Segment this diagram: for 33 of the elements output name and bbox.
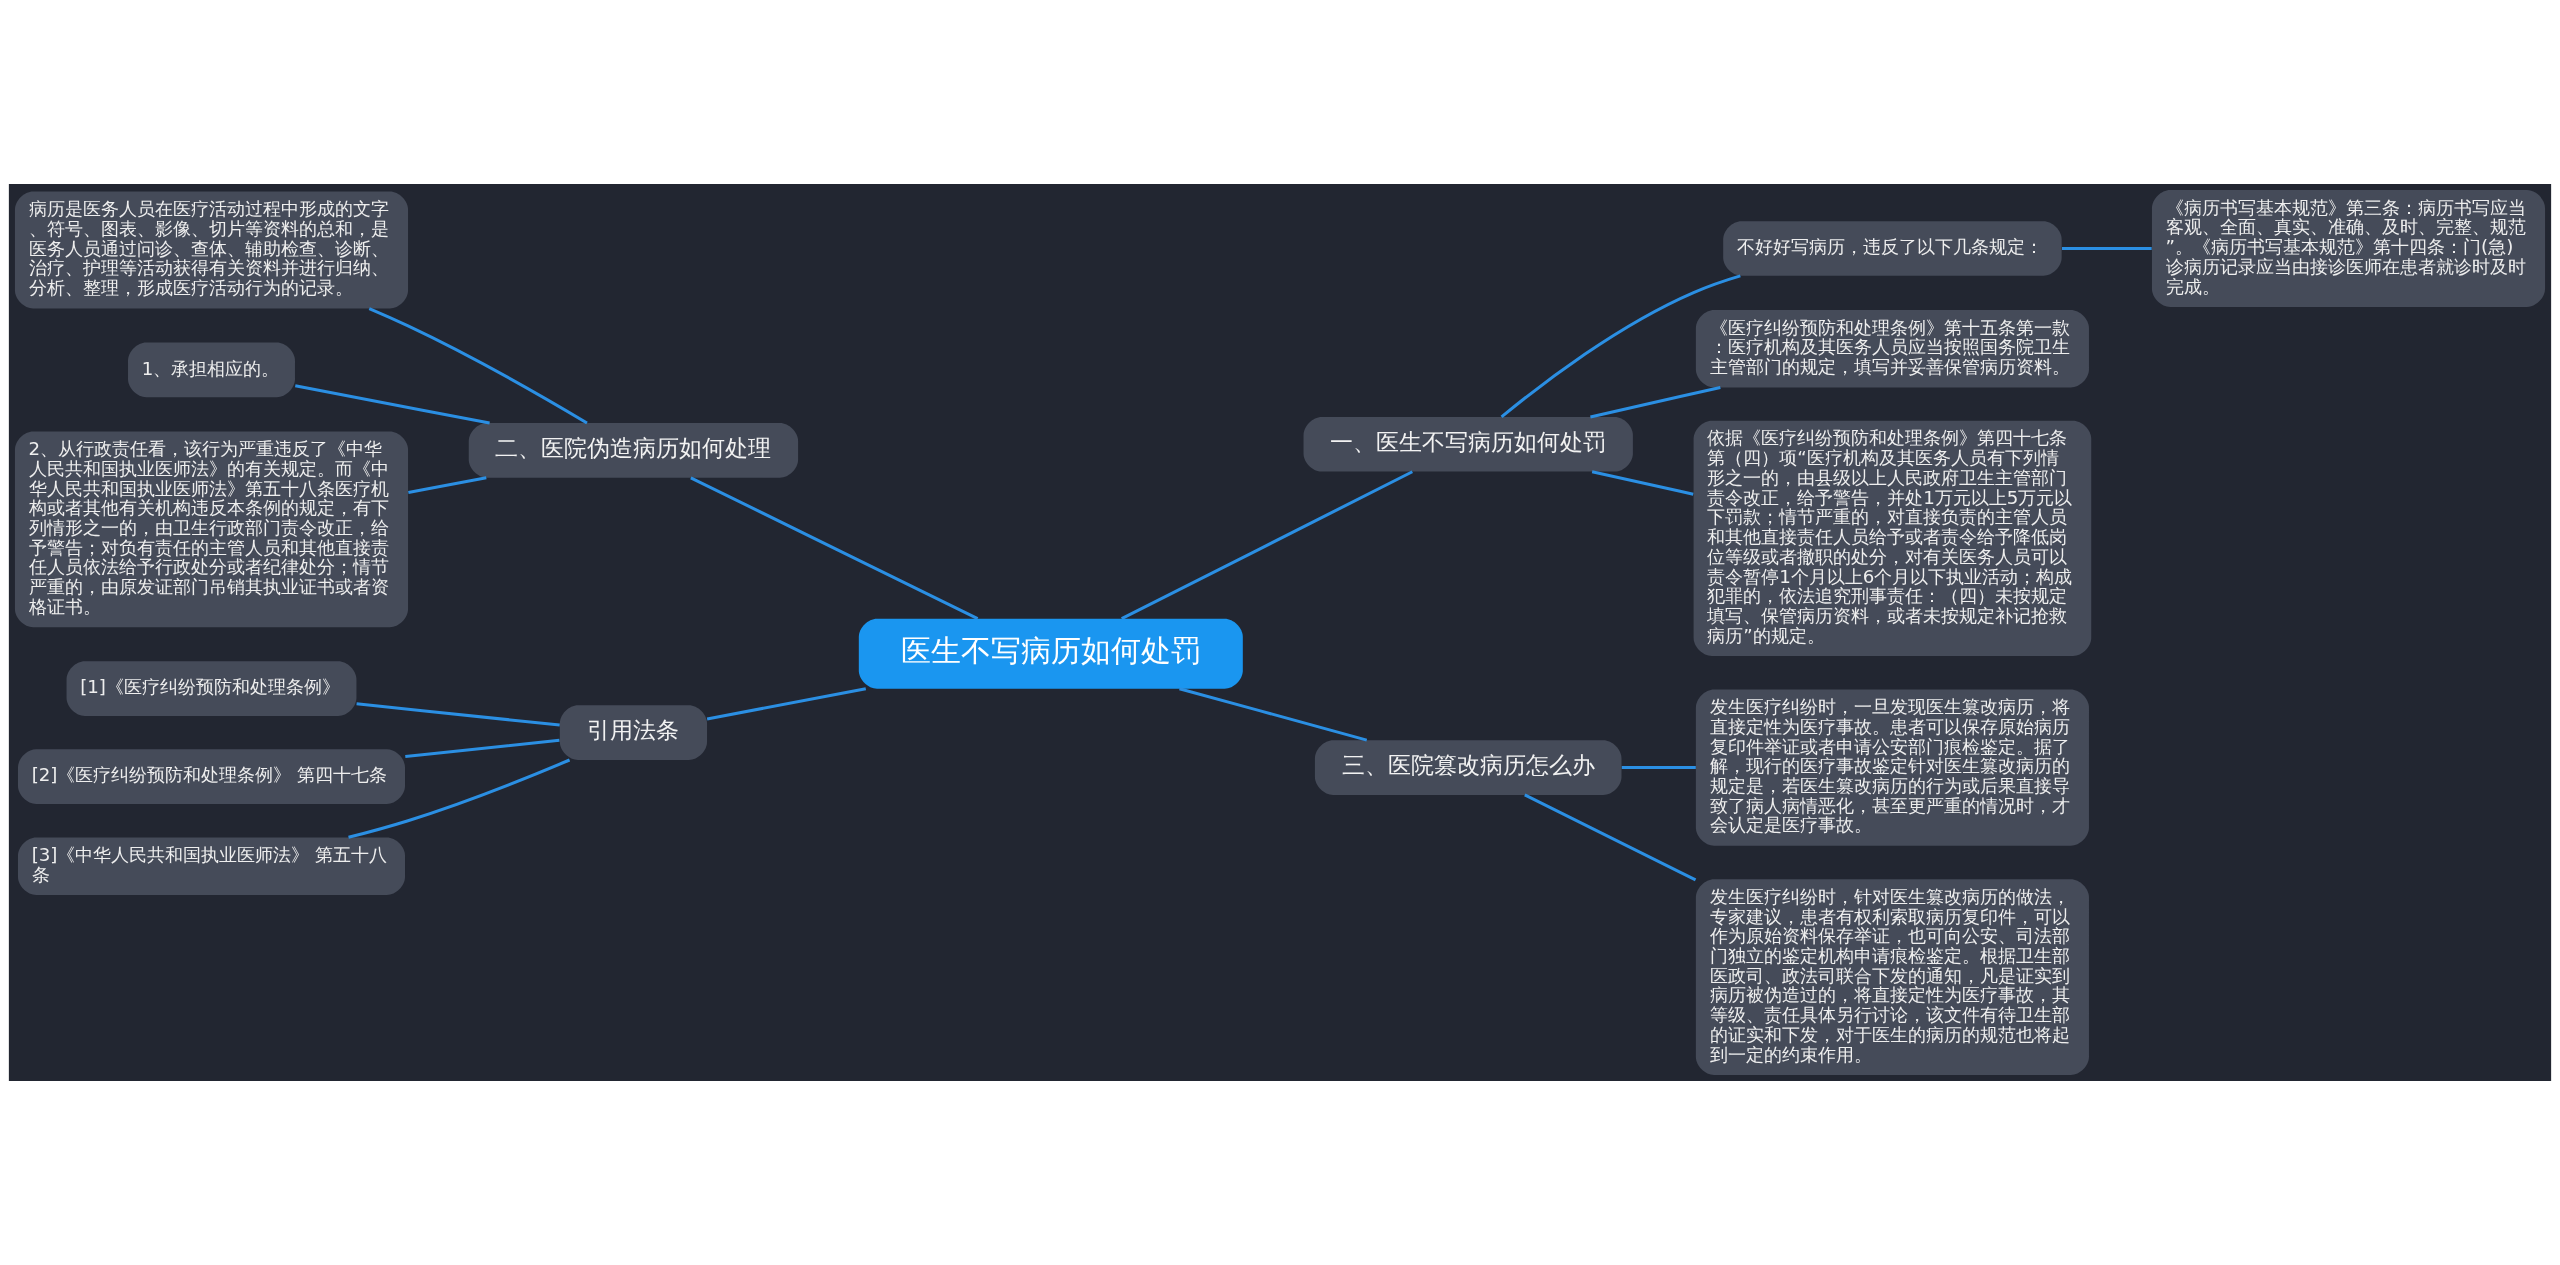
connector (348, 758, 571, 839)
node-box: 一、医生不写病历如何处罚 (1303, 417, 1633, 472)
node-box: 不好好写病历，违反了以下几条规定： (1723, 221, 2062, 276)
node-box: [3]《中华人民共和国执业医师法》 第五十八条 (18, 837, 405, 896)
connector (690, 476, 979, 620)
node-box: 《病历书写基本规范》第三条：病历书写应当客观、全面、真实、准确、及时、完整、规范”。《病历书写基本规范》第十四条：门(急)诊病历记录应当由接诊医师在患者就诊时及时完成。 (2151, 190, 2546, 307)
connector (1591, 470, 1694, 496)
connector (2062, 247, 2152, 251)
connector (405, 738, 560, 758)
connector (295, 384, 490, 425)
connector (408, 476, 487, 494)
connector (1590, 385, 1721, 419)
node-box: 二、医院伪造病历如何处理 (468, 423, 799, 478)
connector (1524, 793, 1697, 882)
connector (706, 687, 867, 721)
connector (1121, 470, 1413, 621)
node-box: [1]《医疗纠纷预防和处理条例》 (66, 661, 357, 716)
connector (368, 307, 588, 425)
connector (1621, 766, 1696, 770)
node-box: 《医疗纠纷预防和处理条例》第十五条第一款：医疗机构及其医务人员应当按照国务院卫生主管部门的规定，填写并妥善保管病历资料。 (1695, 309, 2089, 388)
connector (356, 702, 560, 727)
node-box: [2]《医疗纠纷预防和处理条例》 第四十七条 (18, 749, 405, 804)
connector (1179, 687, 1368, 742)
node-box: 2、从行政责任看，该行为严重违反了《中华人民共和国执业医师法》的有关规定。而《中华人民共和国执业医师法》第五十八条医疗机构或者其他有关机构违反本条例的规定，有下列情形之一的，由卫生行政部门责令改正，给予警告；对负有责任的主管人员和其他直接责任人员依法给予行政处分或者纪律处分；情节严重的，由原发证部门吊销其执业证书或者资格证书。 (14, 431, 409, 628)
node-box: 病历是医务人员在医疗活动过程中形成的文字、符号、图表、影像、切片等资料的总和，是医务人员通过问诊、查体、辅助检查、诊断、治疗、护理等活动获得有关资料并进行归纳、分析、整理，形成医疗活动行为的记录。 (14, 191, 409, 309)
node-box: 1、承担相应的。 (128, 342, 295, 398)
connector (1500, 274, 1741, 419)
node-box: 发生医疗纠纷时，针对医生篡改病历的做法，专家建议，患者有权利索取病历复印件，可以作为原始资料保存举证，也可向公安、司法部门独立的鉴定机构申请痕检鉴定。根据卫生部医政司、政法司联合下发的通知，凡是证实到病历被伪造过的，将直接定性为医疗事故，其等级、责任具体另行讨论，该文件有待卫生部的证实和下发，对于医生的病历的规范也将起到一定的约束作用。 (1695, 879, 2089, 1075)
node-box: 引用法条 (559, 705, 708, 760)
node-box: 医生不写病历如何处罚 (858, 618, 1243, 689)
node-box: 三、医院篡改病历怎么办 (1314, 740, 1622, 795)
node-box: 发生医疗纠纷时，一旦发现医生篡改病历，将直接定性为医疗事故。患者可以保存原始病历复印件举证或者申请公安部门痕检鉴定。据了解，现行的医疗事故鉴定针对医生篡改病历的规定是，若医生篡改病历的行为或后果直接导致了病人病情恶化，甚至更严重的情况时，才会认定是医疗事故。 (1695, 689, 2089, 846)
node-box: 依据《医疗纠纷预防和处理条例》第四十七条第（四）项“医疗机构及其医务人员有下列情形之一的，由县级以上人民政府卫生主管部门责令改正，给予警告，并处1万元以上5万元以下罚款；情节严重的，对直接负责的主管人员和其他直接责任人员给予或者责令给予降低岗位等级或者撤职的处分，对有关医务人员可以责令暂停1个月以上6个月以下执业活动；构成犯罪的，依法追究刑事责任：（四）未按规定填写、保管病历资料，或者未按规定补记抢救病历”的规定。 (1693, 420, 2092, 657)
